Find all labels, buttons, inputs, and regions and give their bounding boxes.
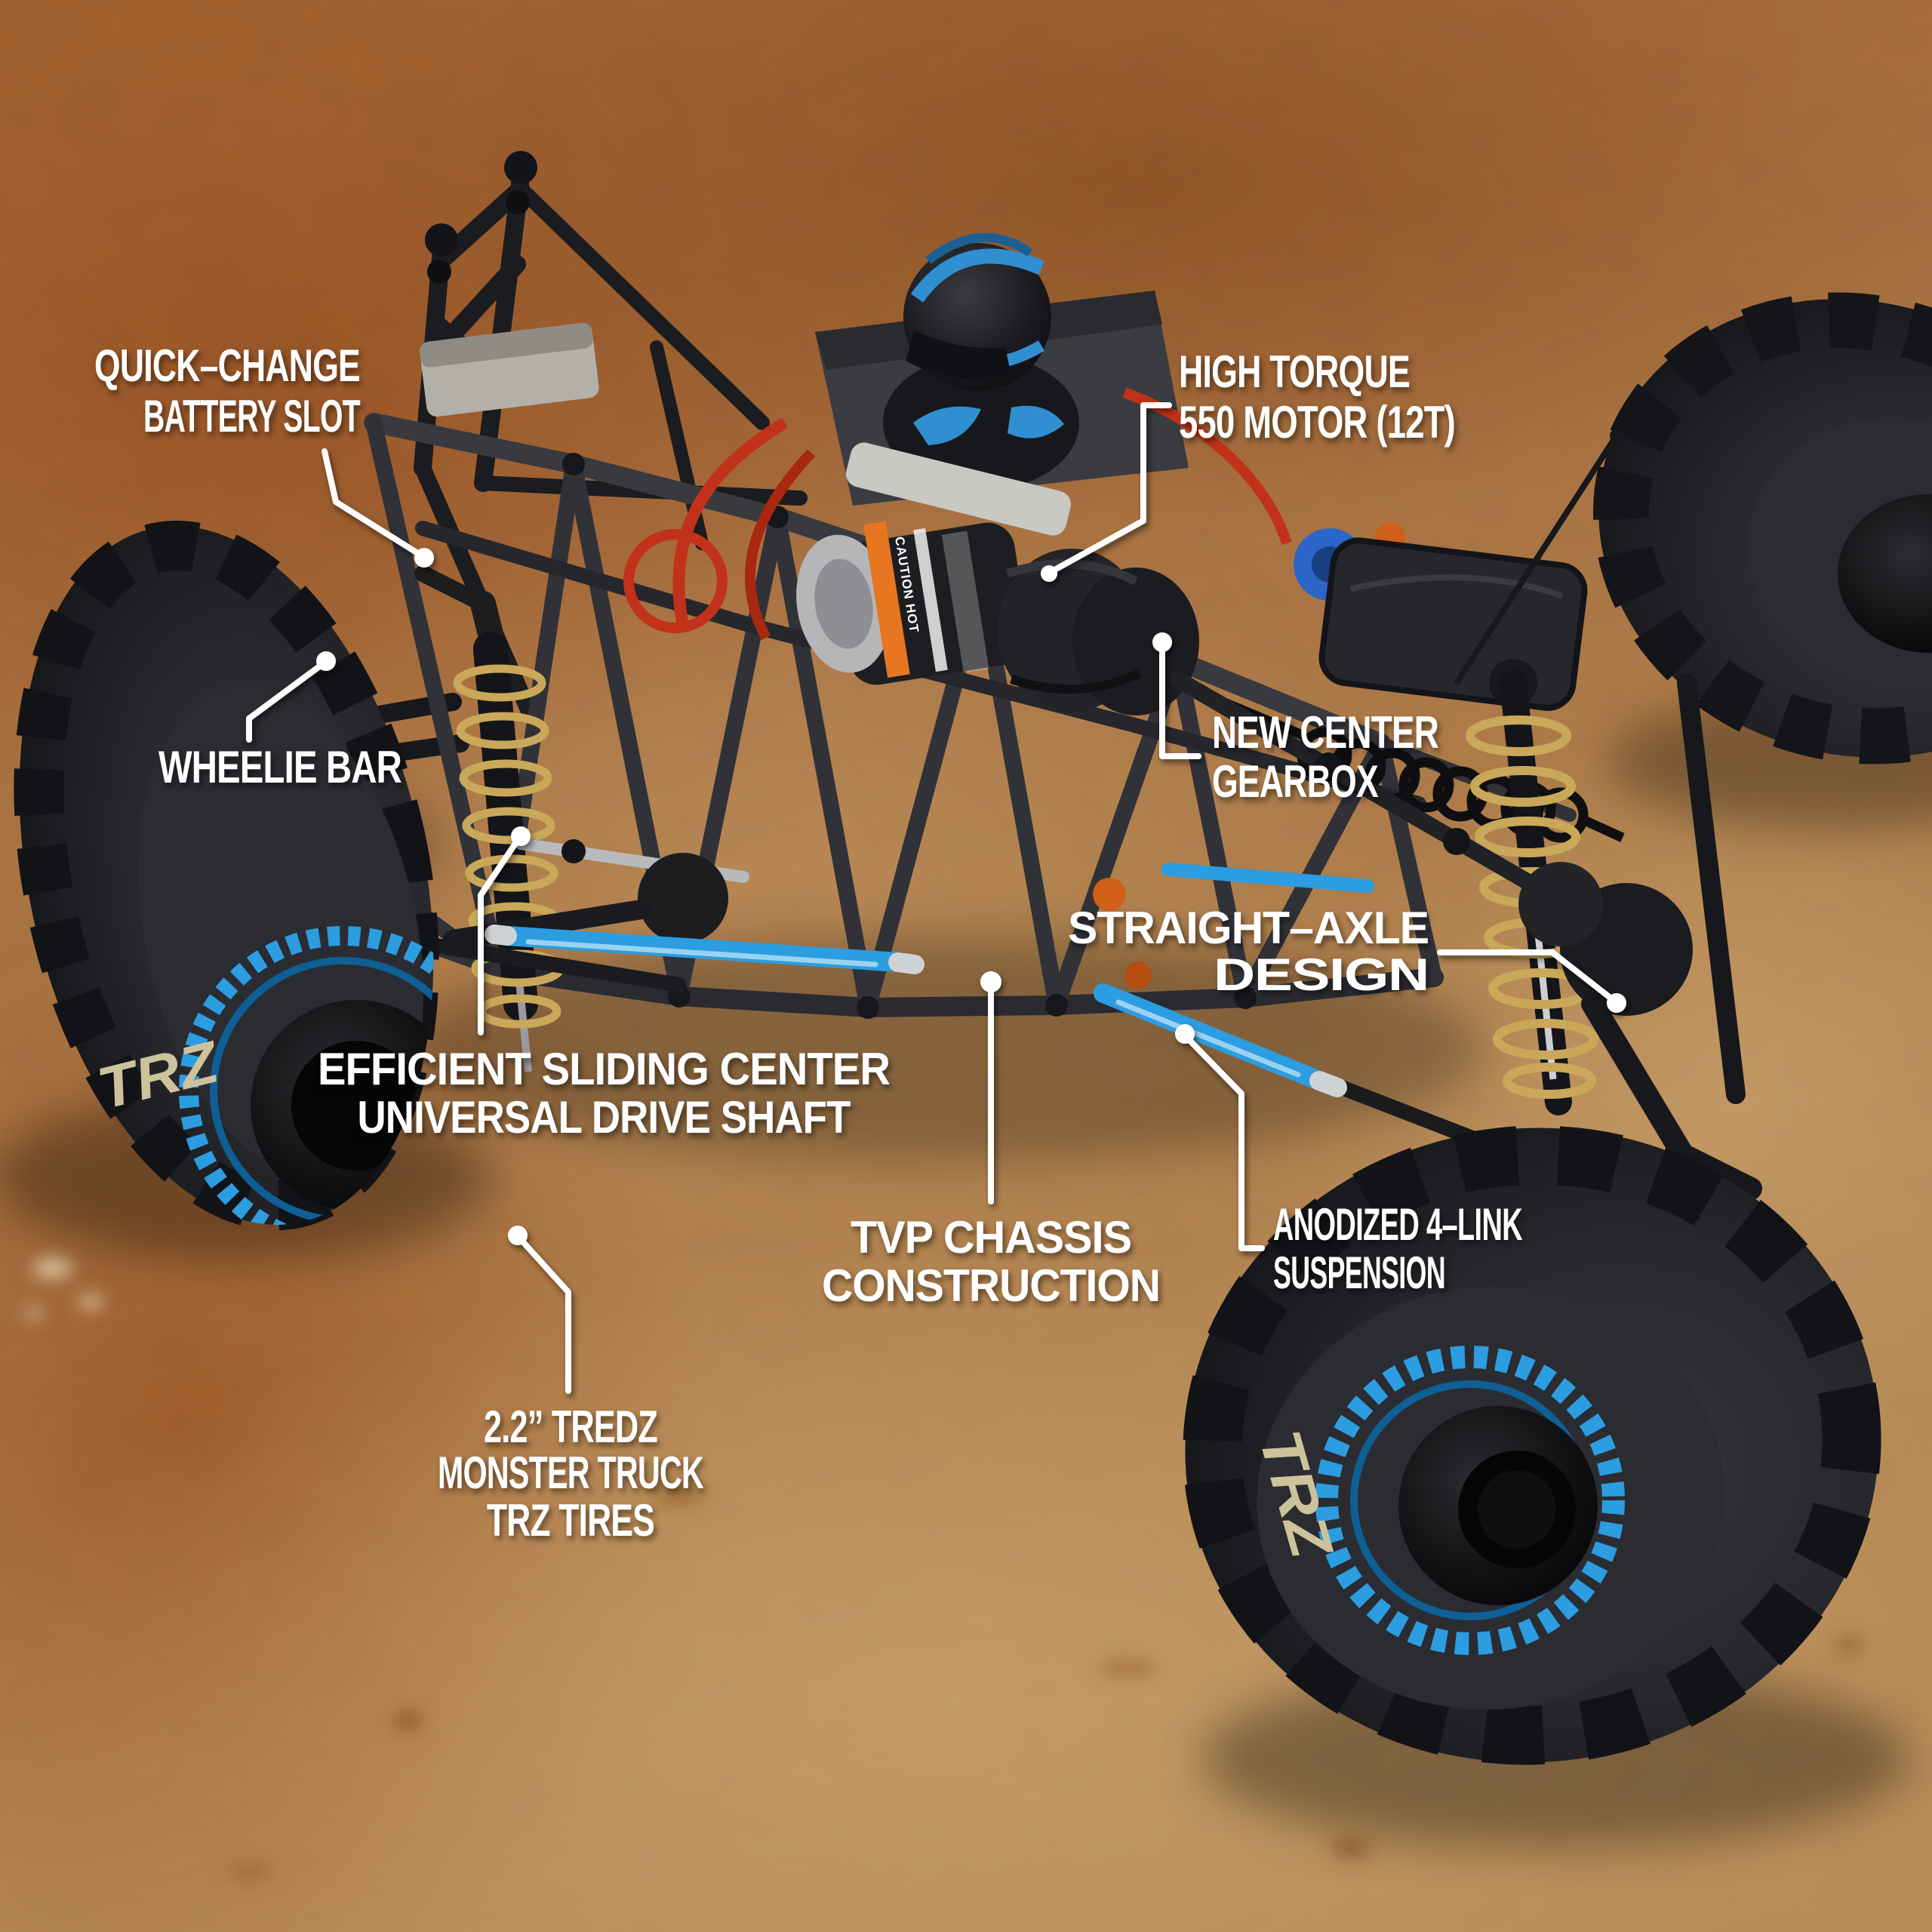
callout-battery-line1: QUICK–CHANGE bbox=[94, 340, 360, 391]
callout-tires: 2.2” TREDZ MONSTER TRUCK TRZ TIRES bbox=[438, 1401, 704, 1546]
callout-tvp-chassis-line1: TVP CHASSIS bbox=[851, 1212, 1131, 1263]
blue-chassis-brace bbox=[1161, 863, 1374, 893]
blue-parts-highlights bbox=[485, 924, 1347, 1097]
rear-driveshaft bbox=[1169, 671, 1571, 910]
front-diff bbox=[638, 853, 728, 943]
callout-tvp-chassis-line2: CONSTRUCTION bbox=[822, 1260, 1160, 1311]
callout-gearbox-line2: GEARBOX bbox=[1212, 756, 1379, 807]
callout-straight-axle-line2: DESIGN bbox=[1214, 949, 1429, 1000]
rc-truck-chassis: CAUTION HOT bbox=[14, 151, 1932, 1765]
leader-dot-wheelie-bar bbox=[316, 651, 336, 671]
tire-rear-right-bottom: TRZ bbox=[1183, 1125, 1881, 1765]
tire-tread bbox=[1593, 292, 1932, 764]
callout-battery: QUICK–CHANGE BATTERY SLOT bbox=[94, 340, 361, 441]
leader-straight-axle bbox=[1437, 949, 1618, 1004]
leader-gearbox bbox=[1159, 641, 1201, 759]
tire-front-left: TRZ bbox=[14, 520, 494, 1255]
tire-tread bbox=[1183, 1125, 1881, 1765]
callout-wheelie-bar-line1: WHEELIE BAR bbox=[158, 742, 402, 792]
callout-drive-shaft-line2: UNIVERSAL DRIVE SHAFT bbox=[358, 1092, 851, 1143]
leader-motor bbox=[1048, 402, 1172, 575]
tire-wheel-assembly bbox=[1315, 1346, 1625, 1655]
leader-dot-battery bbox=[414, 548, 434, 568]
leader-dot-suspension bbox=[1175, 1024, 1195, 1044]
leader-battery bbox=[321, 448, 426, 559]
callout-tvp-chassis: TVP CHASSIS CONSTRUCTION bbox=[822, 1212, 1161, 1311]
rear-strut bbox=[1677, 673, 1746, 1104]
cage-post-cap bbox=[504, 151, 537, 184]
beadlock-ring bbox=[1315, 1346, 1625, 1655]
callout-drive-shaft: EFFICIENT SLIDING CENTER UNIVERSAL DRIVE… bbox=[318, 1044, 891, 1143]
motor-marking bbox=[913, 528, 948, 672]
leader-dot-drive-shaft bbox=[511, 826, 531, 846]
driver-figure bbox=[815, 232, 1189, 506]
callout-tires-line1: 2.2” TREDZ bbox=[484, 1401, 657, 1452]
gearbox-rear bbox=[1072, 568, 1199, 715]
leader-tires bbox=[515, 1234, 571, 1394]
callout-motor-line2: 550 MOTOR (12T) bbox=[1179, 397, 1455, 448]
leader-wheelie-bar bbox=[246, 660, 328, 743]
callout-tires-line3: TRZ TIRES bbox=[487, 1495, 654, 1546]
driver-suit-blue bbox=[913, 406, 981, 445]
callout-gearbox: NEW CENTER GEARBOX bbox=[1212, 707, 1440, 807]
tire-rear-right-top bbox=[1593, 292, 1932, 764]
tire-tread bbox=[14, 520, 439, 1231]
driver-torso bbox=[883, 355, 1079, 491]
blue-link-front bbox=[497, 926, 908, 972]
orange-fitting bbox=[1124, 961, 1152, 989]
antenna bbox=[1454, 435, 1618, 685]
orange-fitting bbox=[1093, 878, 1126, 911]
leader-dot-tires bbox=[508, 1226, 528, 1245]
callout-tires-line2: MONSTER TRUCK bbox=[438, 1447, 703, 1498]
red-wire-loop bbox=[623, 529, 728, 633]
callout-wheelie-bar: WHEELIE BAR bbox=[158, 742, 403, 792]
callout-straight-axle-line1: STRAIGHT–AXLE bbox=[1068, 903, 1429, 953]
red-wire bbox=[672, 417, 789, 628]
leader-suspension bbox=[1182, 1032, 1265, 1251]
callout-motor-line1: HIGH TORQUE bbox=[1179, 346, 1410, 397]
leader-lines bbox=[246, 402, 1626, 1394]
receiver-box bbox=[1318, 537, 1588, 711]
helmet-visor bbox=[906, 331, 1011, 380]
callout-labels: QUICK–CHANGE BATTERY SLOT HIGH TORQUE 55… bbox=[94, 340, 1523, 1546]
battery-pack bbox=[846, 442, 1071, 536]
motor-caution-band bbox=[863, 521, 910, 678]
leader-dot-tvp-chassis bbox=[980, 971, 1001, 992]
callout-suspension: ANODIZED 4–LINK SUSPENSION bbox=[1273, 1199, 1523, 1298]
callout-suspension-line1: ANODIZED 4–LINK bbox=[1273, 1199, 1522, 1250]
callout-straight-axle: STRAIGHT–AXLE DESIGN bbox=[1068, 903, 1429, 1000]
leader-drive-shaft bbox=[478, 835, 522, 1035]
callout-drive-shaft-line1: EFFICIENT SLIDING CENTER bbox=[318, 1044, 891, 1094]
front-axle bbox=[443, 900, 651, 949]
motor-assembly: CAUTION HOT bbox=[796, 521, 1199, 989]
wheel-hub bbox=[1838, 494, 1932, 653]
helmet-graphic bbox=[910, 248, 1044, 303]
leader-dot-motor bbox=[1041, 565, 1057, 582]
callout-gearbox-line1: NEW CENTER bbox=[1212, 707, 1439, 758]
callout-suspension-line2: SUSPENSION bbox=[1273, 1247, 1445, 1298]
red-wire bbox=[744, 449, 816, 641]
leader-dot-straight-axle bbox=[1607, 993, 1626, 1013]
callout-motor: HIGH TORQUE 550 MOTOR (12T) bbox=[1179, 346, 1456, 448]
cage-post-cap bbox=[425, 223, 458, 257]
leader-dot-gearbox bbox=[1152, 632, 1172, 652]
rear-diff bbox=[1518, 862, 1603, 946]
callout-battery-line2: BATTERY SLOT bbox=[143, 391, 360, 441]
